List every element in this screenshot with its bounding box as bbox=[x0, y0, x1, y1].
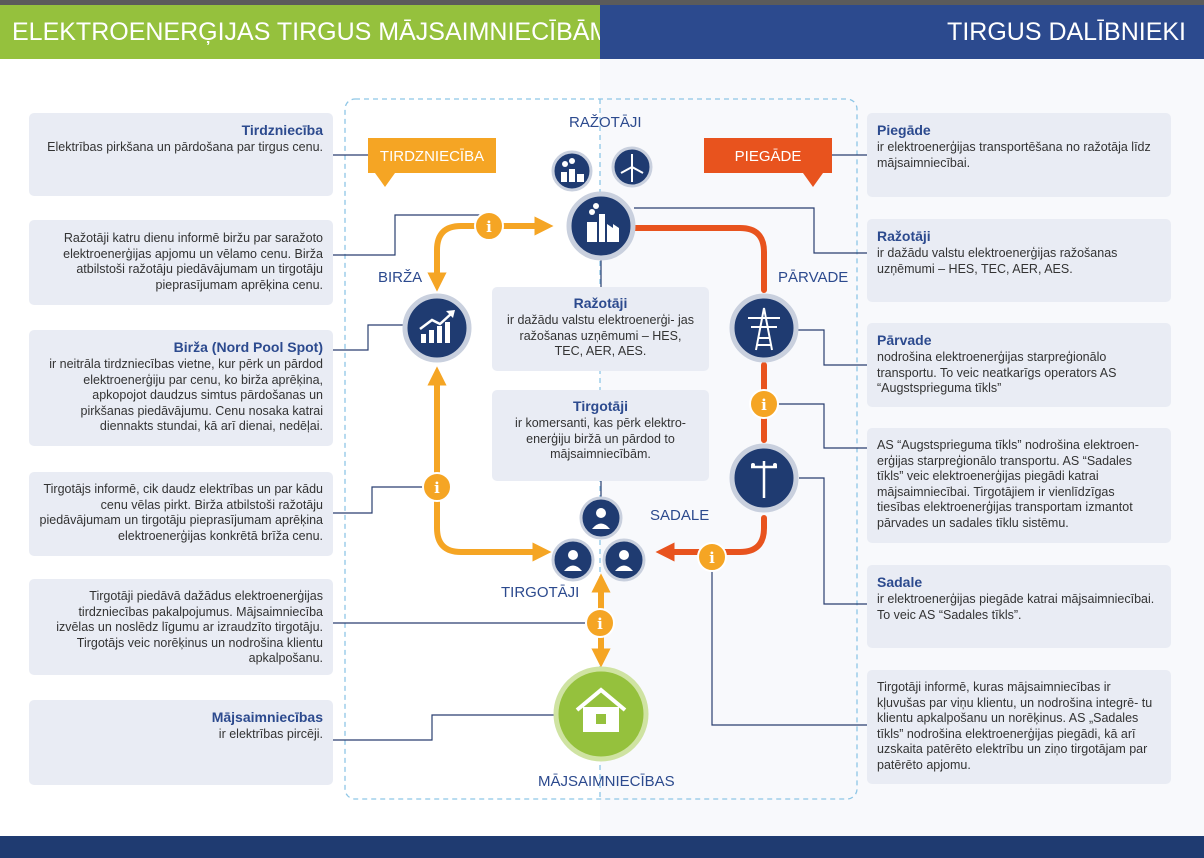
info-box-title: Tirgotāji bbox=[573, 398, 628, 414]
info-box-tirdznieciba: Tirdzniecība Elektrības pirkšana un pārd… bbox=[29, 113, 333, 196]
info-box-text: Ražotāji katru dienu informē biržu par s… bbox=[63, 231, 323, 292]
info-box-title: Mājsaimniecības bbox=[211, 709, 323, 725]
label-majsaimniecibas: MĀJSAIMNIECĪBAS bbox=[538, 773, 675, 790]
info-box-text: Tirgotājs informē, cik daudz elektrības … bbox=[39, 482, 323, 543]
info-box-piegade: Piegāde ir elektroenerģijas transportēša… bbox=[867, 113, 1171, 197]
top-rule bbox=[0, 0, 1204, 5]
info-box-parvade: Pārvade nodrošina elektroenerģijas starp… bbox=[867, 323, 1171, 407]
connectors-left bbox=[333, 154, 602, 741]
factory-icon bbox=[566, 191, 636, 261]
info-box-razotaji-right: Ražotāji ir dažādu valstu elektroenerģij… bbox=[867, 219, 1171, 302]
info-box-text: ir elektroenerģijas transportēšana no ra… bbox=[877, 140, 1151, 170]
wind-turbine-icon bbox=[611, 146, 653, 188]
info-box-text: Tirgotāji piedāvā dažādus elektroenerģij… bbox=[56, 589, 323, 665]
info-icon: i bbox=[422, 472, 452, 502]
label-razotaji: RAŽOTĀJI bbox=[569, 114, 642, 131]
power-plant-icon bbox=[551, 150, 593, 192]
svg-text:i: i bbox=[597, 615, 603, 633]
label-birza: BIRŽA bbox=[378, 269, 423, 286]
piegade-banner-label: PIEGĀDE bbox=[735, 148, 802, 165]
info-box-producers-inform: Ražotāji katru dienu informē biržu par s… bbox=[29, 220, 333, 305]
info-box-text: ir neitrāla tirdzniecības vietne, kur pē… bbox=[49, 357, 323, 433]
svg-text:i: i bbox=[434, 479, 440, 497]
info-box-razotaji-center: Ražotāji ir dažādu valstu elektroenerģi-… bbox=[492, 287, 709, 371]
info-box-majsaimniecibas: Mājsaimniecības ir elektrības pircēji. bbox=[29, 700, 333, 785]
info-box-text: ir dažādu valstu elektroenerģi- jas ražo… bbox=[507, 313, 694, 358]
market-boundary bbox=[344, 98, 858, 800]
info-box-title: Tirdzniecība bbox=[241, 122, 323, 138]
info-box-network-operators: AS “Augstsprieguma tīkls” nodrošina elek… bbox=[867, 428, 1171, 543]
info-box-text: Elektrības pirkšana un pārdošana par tir… bbox=[47, 140, 323, 154]
info-box-text: ir komersanti, kas pērk elektro- enerģij… bbox=[515, 416, 686, 461]
info-box-text: ir dažādu valstu elektroenerģijas ražoša… bbox=[877, 246, 1118, 276]
chart-up-icon bbox=[402, 293, 472, 363]
info-box-title: Sadale bbox=[877, 574, 923, 590]
info-box-traders-clients: Tirgotāji informē, kuras mājsaimniecības… bbox=[867, 670, 1171, 784]
info-icon: i bbox=[697, 542, 727, 572]
info-icon: i bbox=[749, 389, 779, 419]
tirdznieciba-banner-label: TIRDZNIECĪBA bbox=[380, 148, 484, 165]
info-box-title: Pārvade bbox=[877, 332, 932, 348]
label-sadale: SADALE bbox=[650, 507, 710, 524]
transmission-tower-icon bbox=[729, 293, 799, 363]
info-box-title: Ražotāji bbox=[573, 295, 628, 311]
info-box-text: ir elektrības pircēji. bbox=[218, 727, 323, 741]
svg-text:i: i bbox=[761, 396, 767, 414]
piegade-banner: PIEGĀDE bbox=[704, 138, 832, 187]
label-tirgotaji: TIRGOTĀJI bbox=[501, 584, 580, 601]
info-box-title: Piegāde bbox=[877, 122, 931, 138]
info-box-trader-services: Tirgotāji piedāvā dažādus elektroenerģij… bbox=[29, 579, 333, 675]
info-box-tirgotaji-center: Tirgotāji ir komersanti, kas pērk elektr… bbox=[492, 390, 709, 481]
info-box-title: Ražotāji bbox=[877, 228, 931, 244]
label-parvade: PĀRVADE bbox=[778, 269, 849, 286]
section-title: TIRGUS DALĪBNIEKI bbox=[600, 5, 1204, 59]
info-box-sadale: Sadale ir elektroenerģijas piegāde katra… bbox=[867, 565, 1171, 648]
info-box-birza: Birža (Nord Pool Spot) ir neitrāla tirdz… bbox=[29, 330, 333, 446]
svg-text:i: i bbox=[486, 218, 492, 236]
svg-text:i: i bbox=[709, 549, 715, 567]
info-box-text: nodrošina elektroenerģijas starpreģionāl… bbox=[877, 350, 1117, 395]
info-icon: i bbox=[585, 608, 615, 638]
footer-bar bbox=[0, 836, 1204, 858]
info-box-text: Tirgotāji informē, kuras mājsaimniecības… bbox=[877, 680, 1153, 772]
power-pole-icon bbox=[729, 443, 799, 513]
trader-person-icon bbox=[551, 538, 595, 582]
info-box-trader-inform: Tirgotājs informē, cik daudz elektrības … bbox=[29, 472, 333, 556]
info-box-text: AS “Augstsprieguma tīkls” nodrošina elek… bbox=[877, 438, 1139, 530]
tirdznieciba-banner: TIRDZNIECĪBA bbox=[368, 138, 496, 187]
info-icon: i bbox=[474, 211, 504, 241]
info-box-title: Birža (Nord Pool Spot) bbox=[173, 339, 323, 355]
trader-person-icon bbox=[579, 496, 623, 540]
page-title: ELEKTROENERĢIJAS TIRGUS MĀJSAIMNIECĪBĀM bbox=[0, 5, 610, 59]
house-icon bbox=[553, 666, 649, 762]
trader-person-icon bbox=[602, 538, 646, 582]
info-box-text: ir elektroenerģijas piegāde katrai mājsa… bbox=[877, 592, 1155, 622]
